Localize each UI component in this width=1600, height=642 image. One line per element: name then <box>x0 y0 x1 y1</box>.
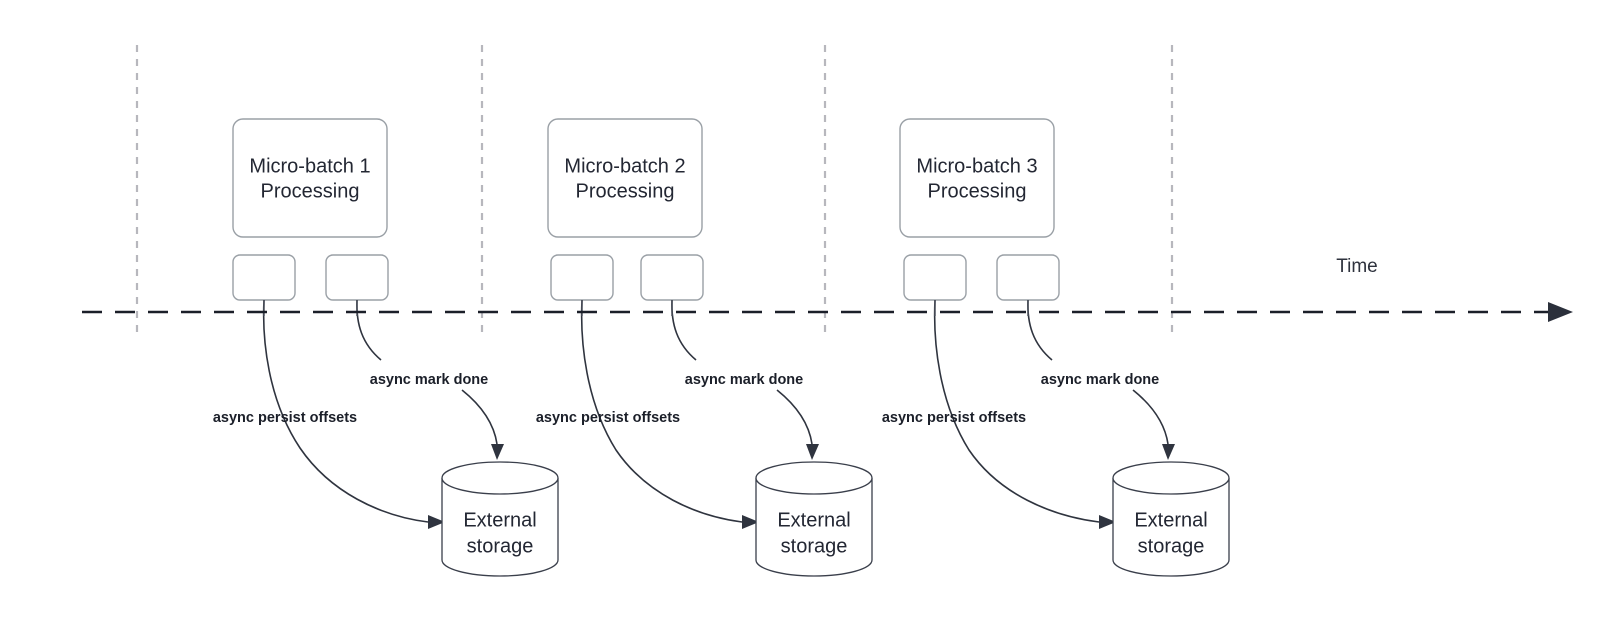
group-1-mark-done-curve-a <box>356 299 382 361</box>
group-2-mark-done-label: async mark done <box>685 372 803 388</box>
group-1-storage-label-line2: storage <box>467 535 534 557</box>
micro-batch-2-label-line1: Micro-batch 2 <box>564 155 685 177</box>
group-1-task-box-right[interactable] <box>325 254 389 301</box>
group-2-task-box-left[interactable] <box>550 254 614 301</box>
group-2-mark-done-curve-a <box>671 299 697 361</box>
group-2-storage-label-line2: storage <box>781 535 848 557</box>
group-2-storage-label-line1: External <box>777 509 850 531</box>
micro-batch-2-label-line2: Processing <box>576 180 675 202</box>
group-2-mark-done-arrowhead <box>806 444 819 460</box>
group-1-storage-cylinder-body[interactable] <box>441 478 559 577</box>
micro-batch-2-box[interactable] <box>547 118 703 238</box>
group-2-persist-offsets-curve <box>580 299 743 523</box>
group-2-persist-offsets-arrowhead <box>742 515 759 529</box>
group-3-storage-cylinder-top <box>1112 461 1230 495</box>
group-1-mark-done-label: async mark done <box>370 372 488 388</box>
group-3-task-box-right[interactable] <box>996 254 1060 301</box>
group-2-mark-done-curve-b <box>776 389 813 445</box>
micro-batch-group-2: Micro-batch 2 Processing async persist o… <box>536 118 873 577</box>
group-3-persist-offsets-curve <box>933 299 1100 523</box>
group-1-persist-offsets-arrowhead <box>428 515 445 529</box>
group-1-storage-label-line1: External <box>463 509 536 531</box>
time-axis-arrowhead <box>1548 302 1573 322</box>
group-3-persist-offsets-label: async persist offsets <box>882 410 1026 426</box>
group-1-task-box-left[interactable] <box>232 254 296 301</box>
group-3-task-box-left[interactable] <box>903 254 967 301</box>
group-3-mark-done-curve-a <box>1027 299 1053 361</box>
task-box-stems <box>263 300 1029 316</box>
micro-batch-1-label-line2: Processing <box>261 180 360 202</box>
boundary-tick-lines <box>135 45 1174 332</box>
micro-batch-group-1: Micro-batch 1 Processing async persist o… <box>213 118 559 577</box>
micro-batch-1-label-line1: Micro-batch 1 <box>249 155 370 177</box>
group-1-persist-offsets-label: async persist offsets <box>213 410 357 426</box>
group-3-storage-cylinder-body[interactable] <box>1112 478 1230 577</box>
group-1-persist-offsets-curve <box>262 299 429 523</box>
micro-batch-3-box[interactable] <box>899 118 1055 238</box>
time-axis-label: Time <box>1336 256 1378 277</box>
group-3-persist-offsets-arrowhead <box>1099 515 1116 529</box>
group-2-storage-cylinder-body[interactable] <box>755 478 873 577</box>
micro-batch-1-box[interactable] <box>232 118 388 238</box>
micro-batch-3-label-line2: Processing <box>928 180 1027 202</box>
group-1-storage-cylinder-top <box>441 461 559 495</box>
group-3-mark-done-label: async mark done <box>1041 372 1159 388</box>
group-3-mark-done-arrowhead <box>1162 444 1175 460</box>
micro-batch-group-3: Micro-batch 3 Processing async persist o… <box>882 118 1230 577</box>
group-1-mark-done-arrowhead <box>491 444 504 460</box>
group-3-storage-label-line2: storage <box>1138 535 1205 557</box>
group-3-mark-done-curve-b <box>1132 389 1169 445</box>
group-3-storage-label-line1: External <box>1134 509 1207 531</box>
group-2-persist-offsets-label: async persist offsets <box>536 410 680 426</box>
group-2-task-box-right[interactable] <box>640 254 704 301</box>
group-2-storage-cylinder-top <box>755 461 873 495</box>
micro-batch-3-label-line1: Micro-batch 3 <box>916 155 1037 177</box>
time-axis: Time <box>82 256 1573 322</box>
group-1-mark-done-curve-b <box>461 389 498 445</box>
